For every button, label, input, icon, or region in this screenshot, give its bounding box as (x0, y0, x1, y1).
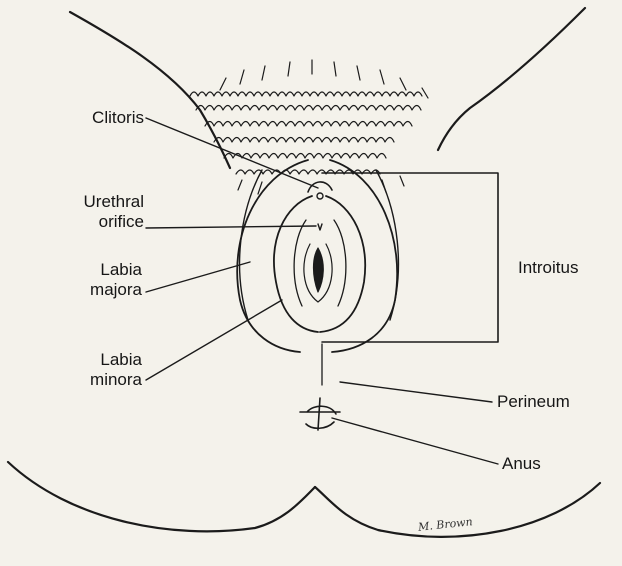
introitus-bracket (322, 173, 498, 342)
clitoris-glans (317, 193, 323, 199)
label-labia-majora-line1: Labia (34, 260, 142, 280)
pubic-hair (190, 60, 428, 194)
leader-anus (332, 418, 498, 464)
vaginal-opening (314, 248, 324, 292)
urethral-orifice-mark (318, 224, 322, 230)
leader-perineum (340, 382, 492, 402)
label-urethral-orifice: Urethral orifice (34, 192, 144, 232)
label-perineum: Perineum (497, 392, 570, 412)
anus-mark (300, 398, 340, 430)
right-thigh-contour (438, 8, 585, 150)
labia-majora-right (330, 160, 397, 352)
clitoral-hood (308, 182, 332, 192)
label-labia-minora-line1: Labia (34, 350, 142, 370)
labia-minora-right (320, 196, 365, 332)
leader-urethral-orifice (146, 226, 316, 228)
label-labia-minora-line2: minora (34, 370, 142, 390)
label-labia-majora-line2: majora (34, 280, 142, 300)
label-urethral-line2: orifice (34, 212, 144, 232)
label-labia-minora: Labia minora (34, 350, 142, 390)
minora-inner-right (334, 220, 346, 306)
left-thigh-contour (70, 12, 230, 168)
labia-minora-left (274, 196, 318, 332)
leader-labia-minora (146, 300, 282, 380)
label-clitoris: Clitoris (40, 108, 144, 128)
label-introitus: Introitus (518, 258, 578, 278)
left-buttock-contour (8, 462, 315, 531)
label-anus: Anus (502, 454, 541, 474)
label-urethral-line1: Urethral (34, 192, 144, 212)
label-labia-majora: Labia majora (34, 260, 142, 300)
leader-labia-majora (146, 262, 250, 292)
